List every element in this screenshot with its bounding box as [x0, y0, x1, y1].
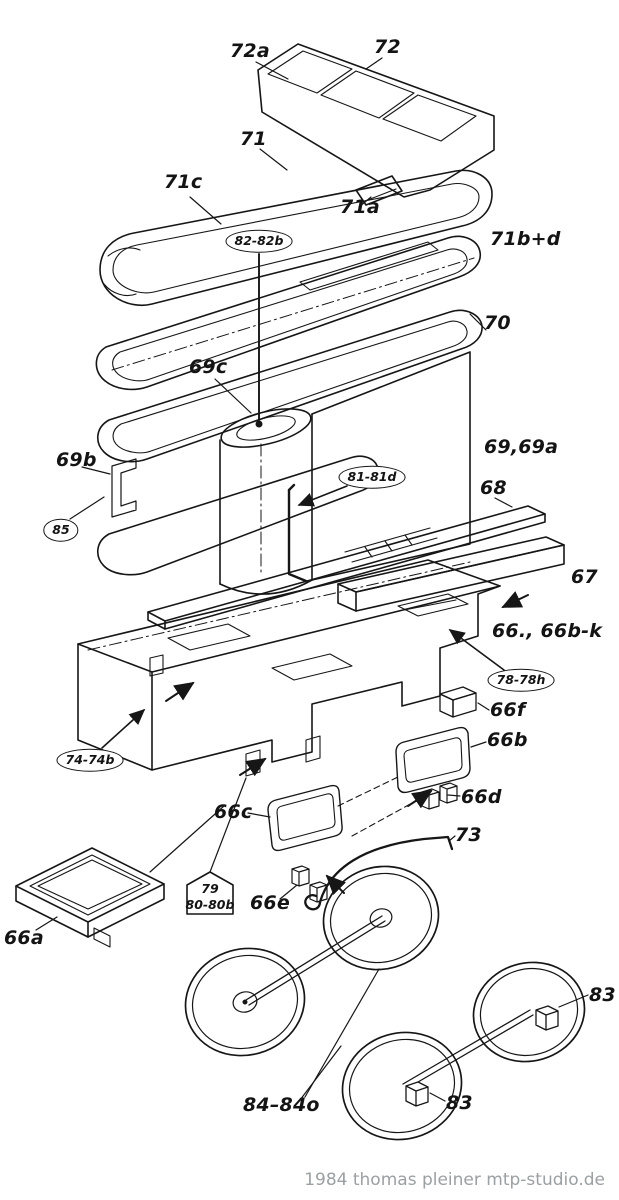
label-71a: 71a: [340, 196, 380, 218]
label-66-66bk: 66., 66b-k: [492, 620, 603, 642]
axle-box-83-lower: [405, 1081, 429, 1107]
leader-lines: [35, 57, 589, 1102]
part-shell-71: [99, 169, 493, 307]
assembly-arrows: [101, 253, 505, 809]
callout-81-81d: 81-81d: [338, 465, 406, 489]
part-roof-72: [257, 43, 495, 198]
label-83-lower: 83: [446, 1092, 473, 1114]
part-block-66f: [439, 686, 477, 718]
label-66e: 66e: [250, 892, 290, 914]
callout-85: 85: [43, 518, 79, 542]
label-69c: 69c: [189, 356, 228, 378]
part-tray-66a: [15, 847, 165, 948]
part-plate-68: [147, 505, 546, 630]
label-73: 73: [455, 824, 482, 846]
label-71c: 71c: [164, 171, 203, 193]
part-pegs-66e: [291, 865, 328, 903]
label-72: 72: [374, 36, 401, 58]
part-handrail-81: [287, 483, 308, 583]
part-wire-73: [304, 835, 454, 911]
label-83-right: 83: [589, 984, 616, 1006]
axle-box-83-right: [535, 1005, 559, 1031]
plate-79-outline: [186, 871, 234, 915]
part-frame-66b: [395, 726, 471, 794]
label-70: 70: [484, 312, 511, 334]
part-frame-70: [95, 235, 482, 391]
callout-78-78h: 78-78h: [487, 668, 555, 692]
label-66c: 66c: [214, 801, 253, 823]
label-66a: 66a: [4, 927, 44, 949]
callout-82-82b: 82-82b: [225, 229, 293, 253]
callout-74-74b: 74-74b: [56, 748, 124, 772]
plate-79-80-80b: 79 80-80b: [186, 881, 235, 912]
label-71b-d: 71b+d: [490, 228, 561, 250]
plate-line-80-80b: 80-80b: [185, 896, 235, 912]
label-69-69a: 69,69a: [484, 436, 559, 458]
label-71: 71: [240, 128, 267, 150]
label-72a: 72a: [230, 40, 270, 62]
label-68: 68: [480, 477, 507, 499]
label-69b: 69b: [56, 449, 97, 471]
label-84-84o: 84–84o: [243, 1094, 320, 1116]
watermark-credit: 1984 thomas pleiner mtp-studio.de: [304, 1170, 605, 1190]
label-66f: 66f: [490, 699, 526, 721]
part-wheels-84: [184, 865, 586, 1141]
label-66b: 66b: [487, 729, 528, 751]
part-frame-66c: [267, 784, 343, 852]
label-66d: 66d: [461, 786, 502, 808]
label-67: 67: [571, 566, 598, 588]
plate-line-79: 79: [201, 881, 219, 896]
